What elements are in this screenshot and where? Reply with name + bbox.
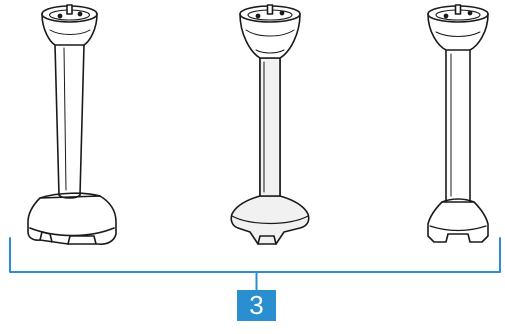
blender-shaft-1 bbox=[27, 4, 117, 245]
grouping-bracket bbox=[9, 237, 501, 291]
callout-number-badge: 3 bbox=[237, 290, 276, 321]
blender-shaft-2 bbox=[230, 4, 310, 245]
blender-shaft-3 bbox=[427, 4, 489, 243]
